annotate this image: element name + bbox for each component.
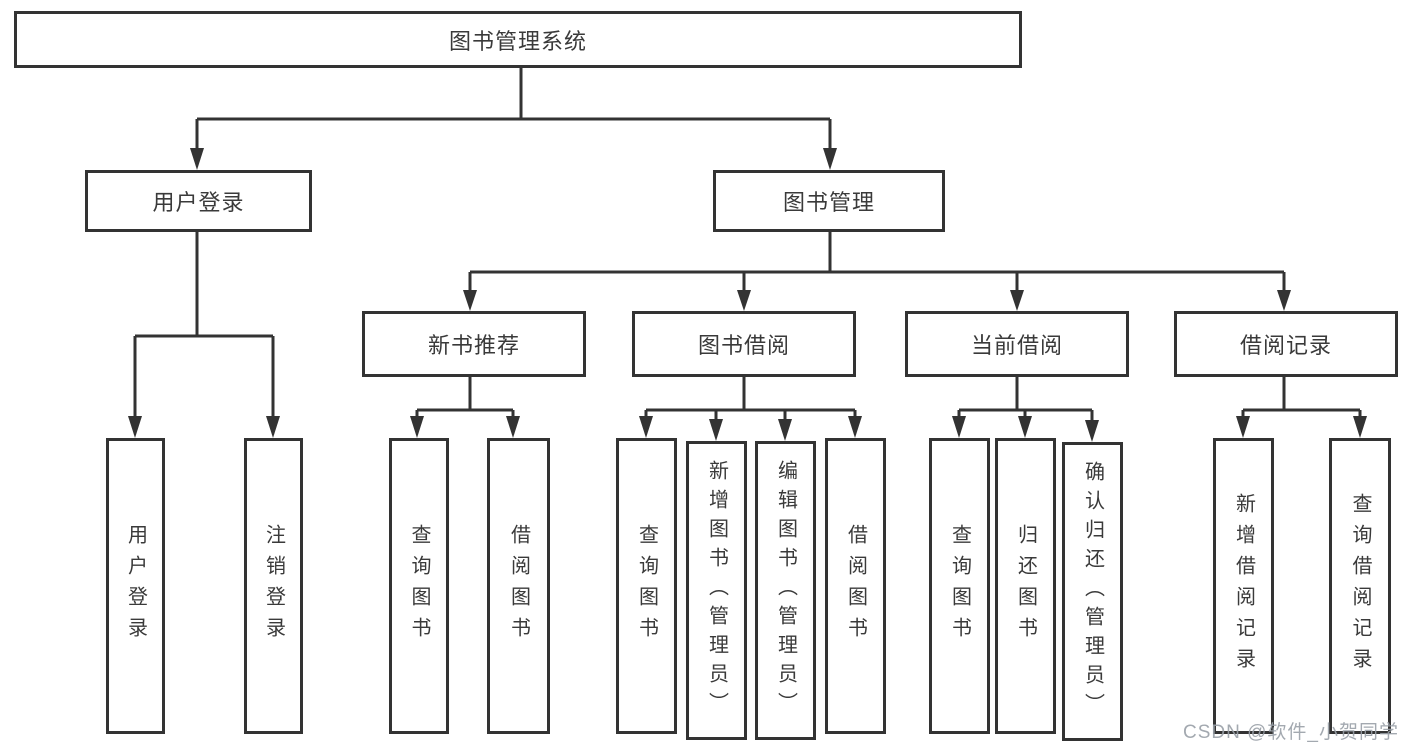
arrowhead-nb-borrow: [506, 416, 520, 438]
node-label: 查询图书: [635, 524, 658, 648]
arrowhead-borrowmod: [737, 290, 751, 311]
node-label: 图书管理系统: [448, 28, 587, 54]
arrowhead-leaf-login: [128, 416, 142, 438]
leaf-logout: 注销登录: [244, 438, 303, 734]
arrowhead-cb-query: [952, 416, 966, 438]
arrowhead-leaf-logout: [266, 416, 280, 438]
arrowhead-bb-add: [709, 419, 723, 441]
node-root-library-management-system: 图书管理系统: [14, 11, 1022, 68]
arrowhead-nb-query: [410, 416, 424, 438]
node-book-borrow: 图书借阅: [632, 311, 856, 377]
leaf-user-login: 用户登录: [106, 438, 165, 734]
arrowhead-bb-edit: [778, 419, 792, 441]
node-label: 当前借阅: [970, 333, 1063, 358]
leaf-borrow-borrow-books: 借阅图书: [825, 438, 886, 734]
csdn-watermark: CSDN @软件_小贺同学: [1183, 722, 1399, 743]
arrowhead-bb-borrow: [848, 416, 862, 438]
arrowhead-user-login: [190, 148, 204, 170]
arrowhead-cb-return: [1018, 416, 1032, 438]
leaf-borrow-edit-books-admin: 编辑图书（管理员）: [755, 441, 816, 740]
node-label: 用户登录: [124, 524, 147, 648]
node-label: 查询借阅记录: [1349, 493, 1371, 679]
node-label: 借阅图书: [844, 524, 867, 648]
arrowhead-currentmod: [1010, 290, 1024, 311]
node-label: 注销登录: [262, 524, 285, 648]
node-new-book-recommend: 新书推荐: [362, 311, 586, 377]
arrowhead-br-query: [1353, 416, 1367, 438]
node-label: 新书推荐: [427, 333, 520, 358]
node-label: 确认归还（管理员）: [1081, 461, 1104, 722]
node-label: 查询图书: [948, 524, 971, 648]
leaf-newbook-borrow-books: 借阅图书: [487, 438, 550, 734]
node-label: 新增借阅记录: [1232, 493, 1255, 679]
node-user-login: 用户登录: [85, 170, 312, 232]
leaf-current-confirm-return-admin: 确认归还（管理员）: [1062, 442, 1123, 741]
node-label: 用户登录: [152, 190, 245, 215]
arrowhead-newbook: [463, 290, 477, 311]
node-borrow-record: 借阅记录: [1174, 311, 1398, 377]
node-label: 借阅图书: [507, 524, 530, 648]
arrowhead-recordmod: [1277, 290, 1291, 311]
node-label: 归还图书: [1014, 524, 1037, 648]
leaf-borrow-query-books: 查询图书: [616, 438, 677, 734]
leaf-current-return-books: 归还图书: [995, 438, 1056, 734]
arrowhead-book-mgmt: [823, 148, 837, 170]
leaf-borrow-add-books-admin: 新增图书（管理员）: [686, 441, 747, 740]
arrowhead-bb-query: [639, 416, 653, 438]
leaf-newbook-query-books: 查询图书: [389, 438, 449, 734]
node-label: 图书管理: [782, 190, 875, 215]
node-label: 图书借阅: [697, 333, 790, 358]
node-label: 编辑图书（管理员）: [774, 460, 797, 721]
arrowhead-cb-confirm: [1085, 420, 1099, 442]
leaf-record-add-borrow-record: 新增借阅记录: [1213, 438, 1274, 734]
arrowhead-br-add: [1236, 416, 1250, 438]
node-label: 新增图书（管理员）: [705, 460, 728, 721]
leaf-record-query-borrow-record: 查询借阅记录: [1329, 438, 1391, 734]
node-current-borrow: 当前借阅: [905, 311, 1129, 377]
node-label: 借阅记录: [1239, 333, 1332, 358]
node-label: 查询图书: [408, 524, 430, 648]
leaf-current-query-books: 查询图书: [929, 438, 990, 734]
node-book-management: 图书管理: [713, 170, 945, 232]
